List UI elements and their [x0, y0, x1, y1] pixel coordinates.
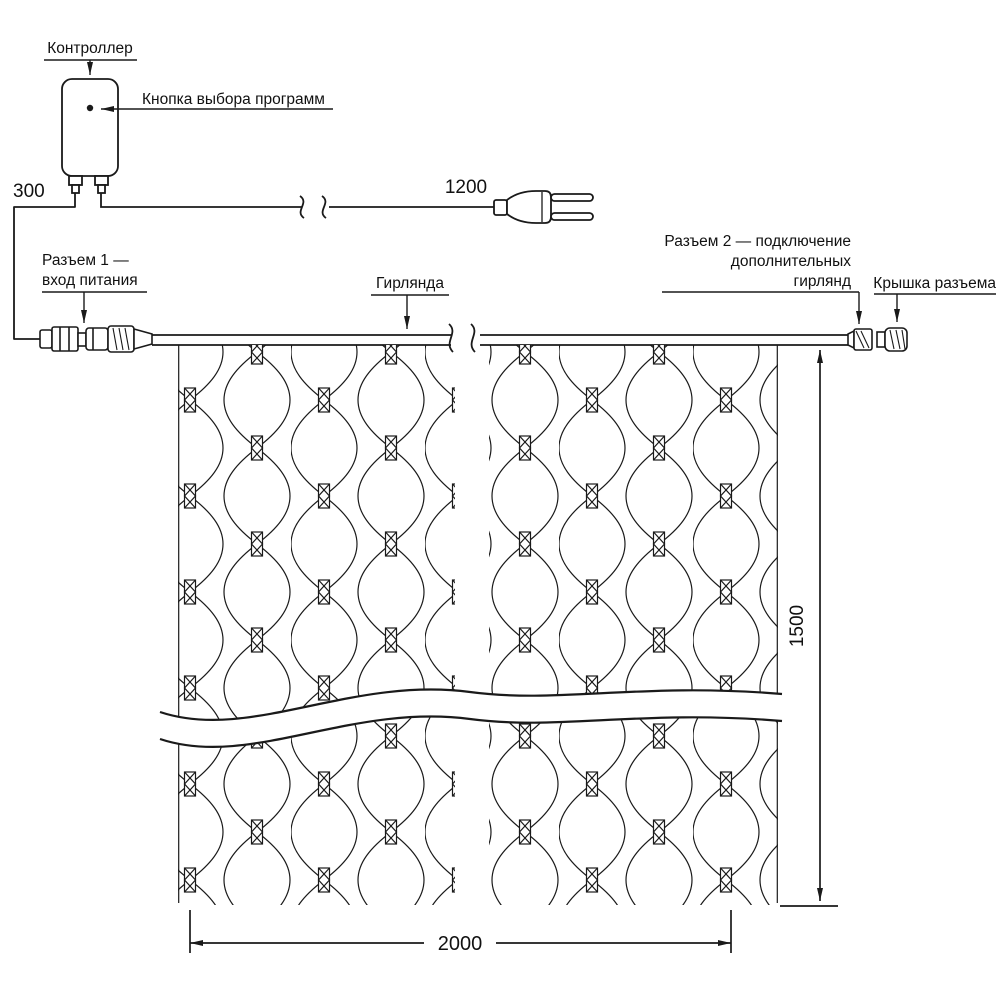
connector-cap — [876, 327, 908, 352]
connector2-label: Разъем 2 — подключение дополнительных ги… — [662, 233, 862, 324]
controller-terminal-right — [94, 175, 109, 186]
power-cord-left — [100, 193, 302, 208]
svg-text:Разъем 2 — подключение: Разъем 2 — подключение — [664, 233, 851, 250]
program-button-label: Кнопка выбора программ — [101, 91, 333, 112]
net-break-wave — [159, 688, 783, 748]
garland-label: Гирлянда — [371, 275, 449, 329]
dim-height-line — [780, 350, 838, 907]
dim-1200: 1200 — [445, 177, 487, 198]
controller-label: Контроллер — [44, 40, 137, 75]
controller — [61, 78, 119, 194]
connector1 — [39, 325, 153, 353]
cable-break — [299, 195, 327, 219]
dim-width-line — [189, 910, 732, 953]
svg-text:Контроллер: Контроллер — [47, 40, 133, 57]
net-left-panel — [178, 345, 455, 905]
program-button-dot — [86, 104, 94, 112]
top-rail — [152, 334, 848, 346]
plug-prong-top — [550, 193, 594, 202]
cap-label: Крышка разъема — [873, 275, 996, 322]
connector1-label: Разъем 1 — вход питания — [42, 252, 147, 323]
connector2 — [847, 328, 873, 351]
controller-terminal-left — [68, 175, 83, 186]
dim-300: 300 — [13, 181, 45, 202]
power-plug — [493, 190, 594, 224]
controller-box — [61, 78, 119, 177]
svg-text:дополнительных: дополнительных — [731, 253, 851, 270]
plug-prong-bottom — [550, 212, 594, 221]
dim-height-label: 1500 — [787, 605, 808, 647]
svg-text:вход питания: вход питания — [42, 272, 138, 289]
svg-text:Разъем 1 —: Разъем 1 — — [42, 252, 129, 269]
controller-cable — [13, 193, 76, 340]
svg-text:Кнопка выбора программ: Кнопка выбора программ — [142, 91, 325, 108]
dim-width-label: 2000 — [438, 933, 483, 955]
svg-text:Гирлянда: Гирлянда — [376, 275, 444, 292]
net-right-panel — [489, 345, 778, 905]
svg-text:гирлянд: гирлянд — [794, 273, 851, 290]
svg-text:Крышка разъема: Крышка разъема — [873, 275, 996, 292]
